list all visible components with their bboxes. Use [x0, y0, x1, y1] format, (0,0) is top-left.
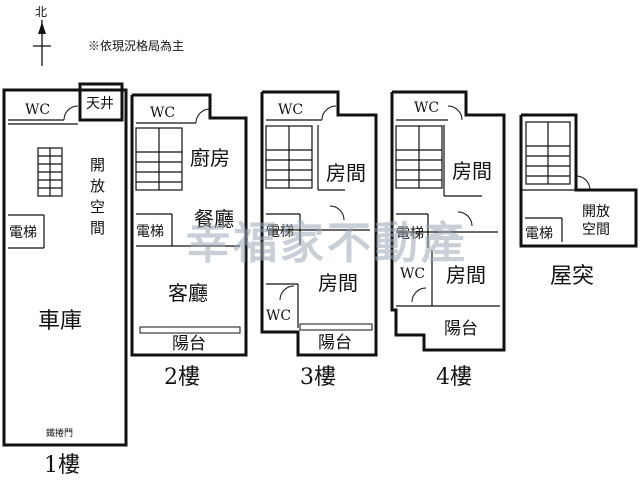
floor-roof: 開放 空間 電梯 屋突	[519, 113, 638, 289]
f1-open-space-2: 放	[90, 177, 105, 195]
f1-wc-label: WC	[25, 102, 50, 118]
f2-living-label: 客廳	[168, 281, 208, 305]
floor-4: WC 房間 電梯 WC 房間 陽台 4樓	[390, 90, 506, 390]
f4-wc-top-label: WC	[414, 100, 439, 116]
roof-title: 屋突	[550, 264, 594, 289]
f1-title: 1樓	[44, 453, 80, 478]
f3-room1-label: 房間	[326, 161, 366, 185]
f3-balcony-label: 陽台	[318, 333, 352, 353]
f3-elevator-label: 電梯	[266, 224, 294, 240]
stairs-icon	[525, 121, 571, 185]
f1-open-space-3: 空	[90, 198, 105, 216]
layout-note: ※依現況格局為主	[88, 38, 184, 53]
f4-balcony-label: 陽台	[444, 319, 478, 339]
f2-kitchen-label: 廚房	[190, 146, 230, 170]
floor-2: WC 廚房 餐廳 電梯 客廳 陽台 2樓	[130, 93, 248, 390]
stairs-icon	[395, 125, 443, 189]
stairs-icon	[37, 147, 63, 197]
north-arrow-icon	[33, 20, 51, 66]
f1-gate-label: 鐵捲門	[46, 427, 73, 439]
f2-elevator-label: 電梯	[136, 224, 164, 240]
f4-elevator-label: 電梯	[396, 226, 424, 242]
stairs-icon	[135, 127, 183, 191]
compass-label: 北	[35, 5, 47, 19]
f3-wc-bottom-label: WC	[266, 308, 291, 324]
f2-balcony-label: 陽台	[172, 334, 206, 354]
f1-open-space-4: 間	[90, 219, 105, 237]
floor-1: WC 天井 開 放 空 間 電梯 車庫 鐵捲門 1樓	[2, 82, 128, 478]
f4-wc-mid-label: WC	[400, 266, 425, 282]
stairs-icon	[265, 125, 313, 189]
f2-title: 2樓	[164, 365, 200, 390]
f2-dining-label: 餐廳	[194, 207, 234, 231]
f3-wc-top-label: WC	[278, 102, 303, 118]
f2-wc-label: WC	[150, 105, 175, 121]
roof-elevator-label: 電梯	[525, 226, 553, 242]
f1-open-space-1: 開	[90, 156, 105, 174]
f4-room1-label: 房間	[452, 159, 492, 183]
f3-room2-label: 房間	[318, 271, 358, 295]
f1-garage-label: 車庫	[38, 309, 82, 334]
f4-room2-label: 房間	[446, 263, 486, 287]
f3-title: 3樓	[300, 365, 336, 390]
f1-skylight-label: 天井	[86, 96, 114, 112]
f1-elevator-label: 電梯	[9, 225, 37, 241]
roof-open-space-2: 空間	[582, 222, 610, 238]
floor-3: WC 房間 電梯 房間 WC 陽台 3樓	[260, 90, 378, 390]
watermark: 幸福家不動產	[186, 218, 468, 269]
f4-title: 4樓	[436, 365, 472, 390]
roof-open-space-1: 開放	[582, 204, 610, 220]
